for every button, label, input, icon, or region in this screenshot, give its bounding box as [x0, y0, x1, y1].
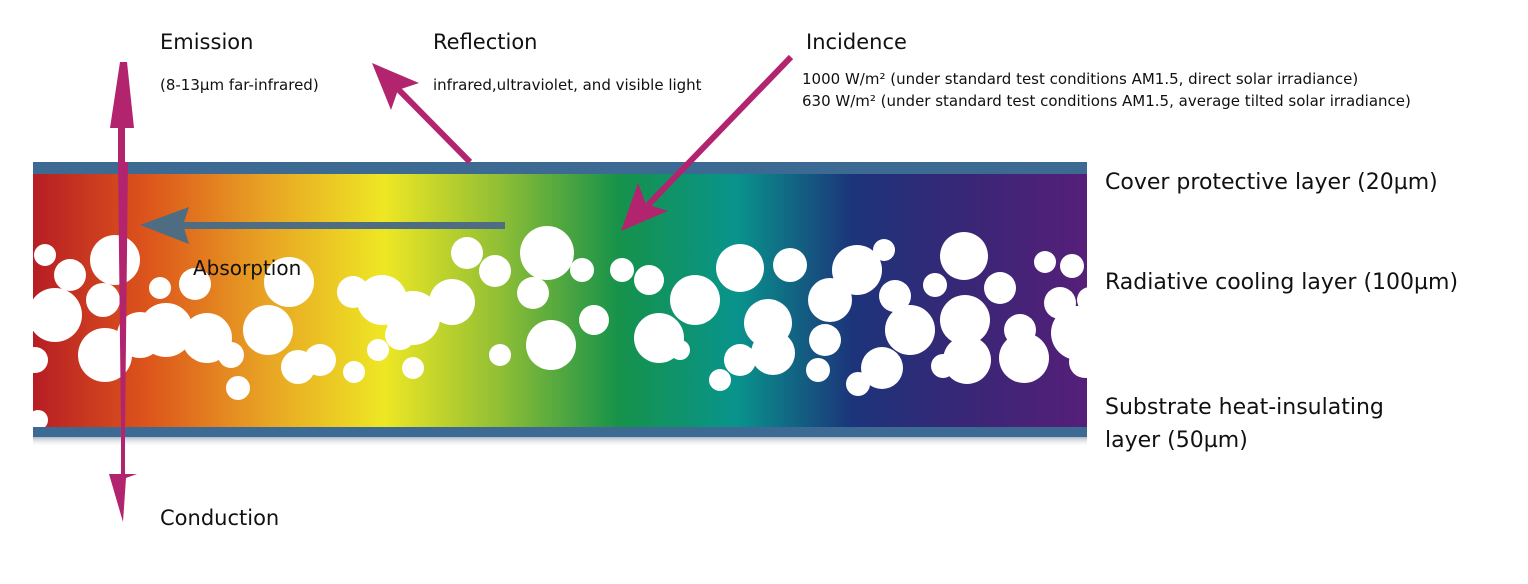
- particle: [226, 376, 250, 400]
- conduction-arrowhead: [109, 474, 137, 522]
- incidence-title: Incidence: [806, 30, 907, 54]
- substrate-layer-label-line2: layer (50µm): [1105, 428, 1248, 453]
- absorption-label: Absorption: [193, 256, 302, 280]
- particle: [1077, 287, 1087, 313]
- particle: [520, 226, 574, 280]
- particle: [86, 283, 120, 317]
- particle: [1034, 251, 1056, 273]
- particle: [526, 320, 576, 370]
- particle: [33, 288, 82, 342]
- layer-stack: [33, 162, 1087, 447]
- particle: [634, 265, 664, 295]
- particle: [367, 339, 389, 361]
- particle: [579, 305, 609, 335]
- cooling-layer-label: Radiative cooling layer (100µm): [1105, 270, 1459, 295]
- incidence-arrow: [621, 54, 794, 231]
- particle: [873, 239, 895, 261]
- particle: [832, 245, 882, 295]
- particle: [716, 244, 764, 292]
- particle: [773, 248, 807, 282]
- particle: [54, 259, 86, 291]
- particle: [670, 275, 720, 325]
- particle: [570, 258, 594, 282]
- cover-protective-layer: [33, 162, 1087, 174]
- conduction-label: Conduction: [160, 506, 280, 530]
- particle: [179, 268, 211, 300]
- absorption-arrow: [140, 207, 505, 244]
- particle: [243, 305, 293, 355]
- reflection-arrow: [372, 63, 473, 165]
- particle: [451, 237, 483, 269]
- incidence-line-1: 1000 W/m² (under standard test condition…: [802, 70, 1359, 88]
- particle: [489, 344, 511, 366]
- particle: [806, 358, 830, 382]
- emission-detail: (8-13µm far-infrared): [160, 76, 319, 94]
- substrate-layer-label-line1: Substrate heat-insulating: [1105, 395, 1384, 420]
- particle: [149, 277, 171, 299]
- particle: [264, 257, 314, 307]
- particle: [78, 328, 132, 382]
- particle: [479, 255, 511, 287]
- particle: [879, 280, 911, 312]
- particle: [385, 320, 415, 350]
- particle: [709, 369, 731, 391]
- particle: [90, 235, 140, 285]
- particle: [33, 410, 48, 427]
- particle: [984, 272, 1016, 304]
- particle: [861, 347, 903, 389]
- reflection-title: Reflection: [433, 30, 538, 54]
- particle: [218, 342, 244, 368]
- particle: [923, 273, 947, 297]
- emission-title: Emission: [160, 30, 254, 54]
- particle: [343, 361, 365, 383]
- particle: [304, 344, 336, 376]
- particle: [1060, 254, 1084, 278]
- particle: [337, 276, 369, 308]
- particle: [429, 279, 475, 325]
- particle: [517, 277, 549, 309]
- particle: [885, 305, 935, 355]
- incidence-line-2: 630 W/m² (under standard test conditions…: [802, 92, 1411, 110]
- particle: [1051, 306, 1087, 360]
- particle: [610, 258, 634, 282]
- substrate-layer: [33, 427, 1087, 437]
- cover-layer-label: Cover protective layer (20µm): [1105, 170, 1438, 195]
- radiative-cooling-layer: [33, 174, 1087, 427]
- particle: [33, 347, 48, 373]
- particle: [139, 303, 193, 357]
- particle: [724, 344, 756, 376]
- particle: [940, 232, 988, 280]
- particle: [1069, 346, 1087, 378]
- emission-arrow: [110, 62, 134, 430]
- bottom-shadow: [33, 437, 1087, 447]
- particle: [809, 324, 841, 356]
- conduction-arrow: [121, 430, 125, 478]
- reflection-detail: infrared,ultraviolet, and visible light: [433, 76, 702, 94]
- particle: [999, 333, 1049, 383]
- particle: [940, 295, 990, 345]
- particle: [943, 336, 991, 384]
- particle: [402, 357, 424, 379]
- particle: [34, 244, 56, 266]
- particle: [670, 340, 690, 360]
- particle: [744, 299, 792, 347]
- particle-group: [33, 226, 1087, 427]
